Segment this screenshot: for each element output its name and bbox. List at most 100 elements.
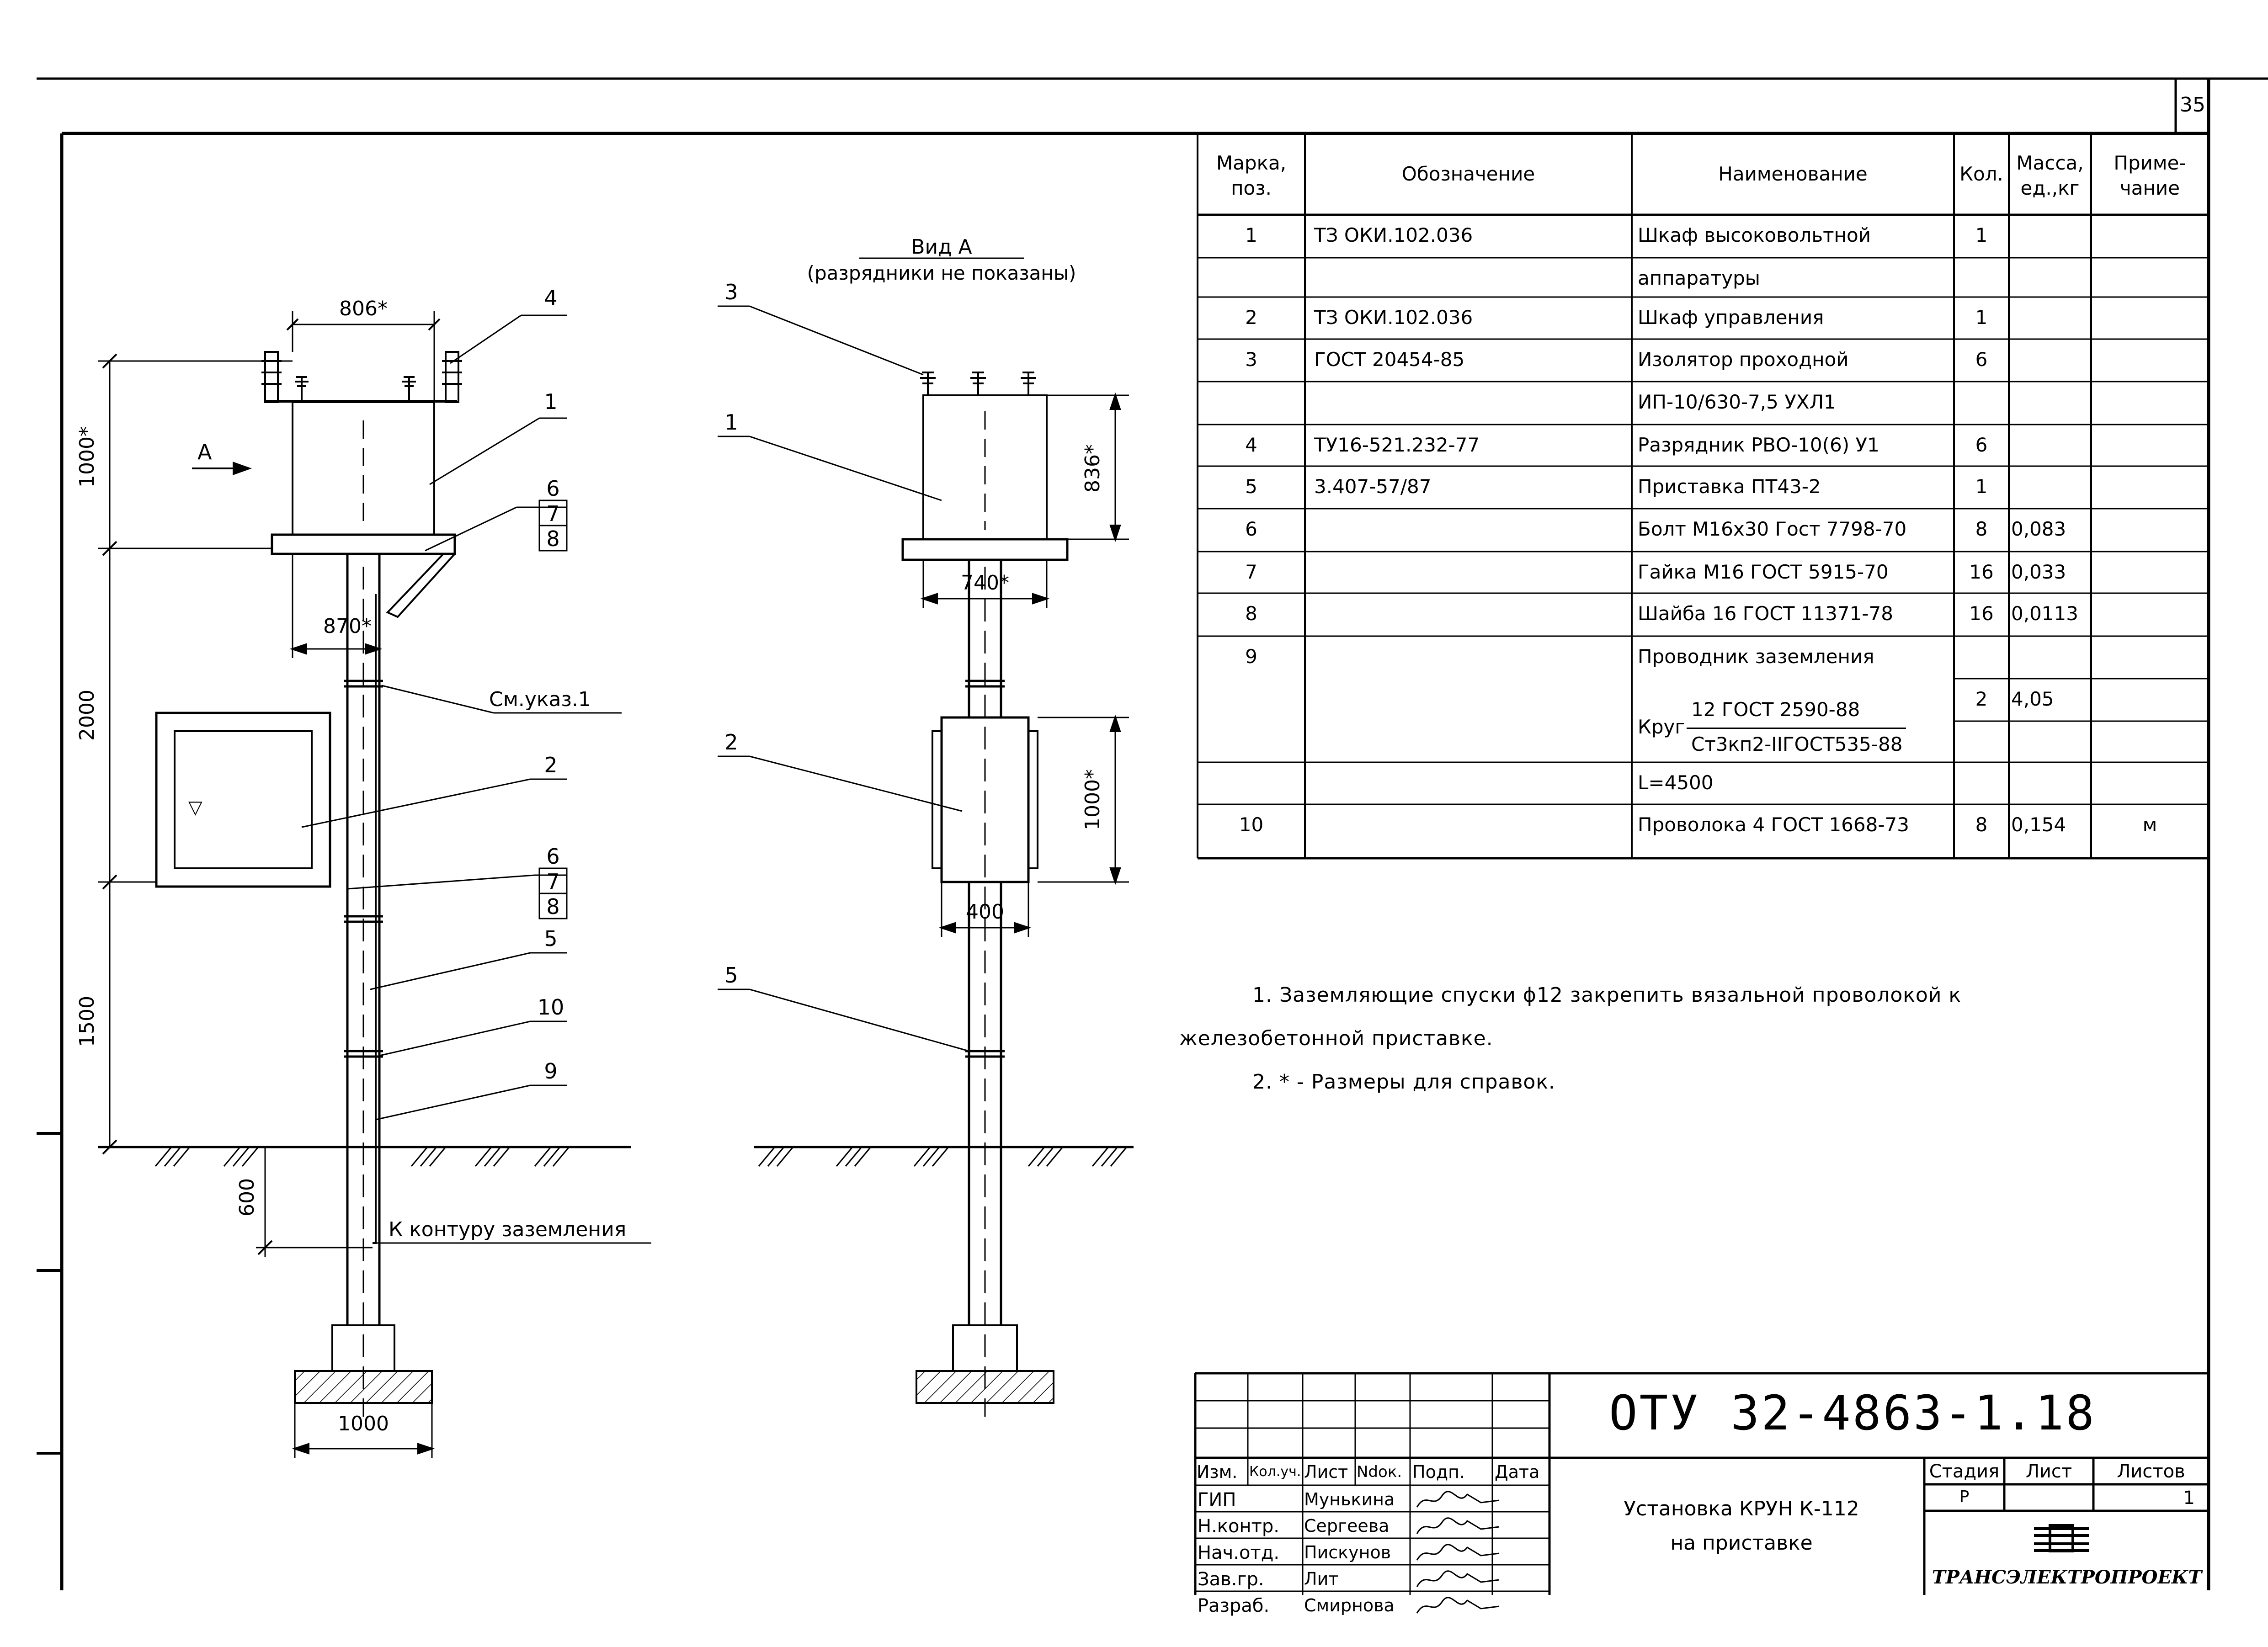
spec-header-note: Приме-чание <box>2114 152 2186 199</box>
person-name: Пискунов <box>1304 1542 1391 1562</box>
krug-denominator: Ст3кп2-IIГОСТ535-88 <box>1691 733 1903 755</box>
person-name: Смирнова <box>1304 1595 1395 1615</box>
spec-cell-designation: ТЗ ОКИ.102.036 <box>1314 224 1473 246</box>
spec-cell-name: Разрядник РВО-10(6) У1 <box>1638 434 1879 456</box>
spec-cell-mark: 9 <box>1245 645 1257 668</box>
spec-header-designation: Обозначение <box>1401 163 1535 185</box>
spec-cell-name: Шкаф управления <box>1638 306 1824 329</box>
person-role: ГИП <box>1198 1489 1236 1510</box>
callout-7a: 7 <box>546 501 559 526</box>
callout-8b: 8 <box>546 894 559 919</box>
spec-cell-mass: 0,033 <box>2011 561 2066 583</box>
spec-cell-name: Гайка М16 ГОСТ 5915-70 <box>1638 561 1889 583</box>
spec-header-name: Наименование <box>1718 163 1868 185</box>
org-logo-icon <box>2034 1524 2089 1552</box>
col-izm: Изм. <box>1197 1462 1238 1482</box>
side-callout-2: 2 <box>724 730 738 754</box>
dim-base-width: 1000 <box>338 1412 389 1435</box>
arrester-icon <box>261 351 462 403</box>
col-podp: Подп. <box>1412 1462 1465 1482</box>
dim-side-cab-h: 1000* <box>1081 769 1104 830</box>
insulator-icon <box>295 376 416 402</box>
dim-side-cab-w: 400 <box>966 900 1004 924</box>
callout-7b: 7 <box>546 869 559 894</box>
spec-cell-name: Болт М16х30 Гост 7798-70 <box>1638 518 1907 540</box>
signature-icon <box>1416 1491 1500 1508</box>
col-data: Дата <box>1495 1462 1540 1482</box>
spec-cell-qty: 8 <box>1975 813 1988 836</box>
side-callout-3: 3 <box>724 280 738 304</box>
person-name: Сергеева <box>1304 1516 1390 1536</box>
col-kol: Кол.уч. <box>1249 1464 1301 1480</box>
krug-prefix: Круг <box>1638 716 1685 738</box>
dim-depth: 600 <box>235 1178 259 1217</box>
cabinet-mark: ▽ <box>188 797 202 818</box>
krug-numerator: 12 ГОСТ 2590-88 <box>1691 698 1860 721</box>
spec-cell-name: Приставка ПТ43-2 <box>1638 475 1821 498</box>
spec-cell-designation: ТЗ ОКИ.102.036 <box>1314 306 1473 329</box>
callout-6b: 6 <box>546 844 559 869</box>
spec-cell-mark: 1 <box>1245 224 1257 246</box>
side-callout-1: 1 <box>724 410 738 435</box>
dim-top-width: 806* <box>339 297 388 320</box>
bracket <box>386 553 456 618</box>
stage-value: Р <box>1959 1488 1970 1506</box>
callout-1: 1 <box>544 389 557 414</box>
sheets-header: Листов <box>2117 1461 2185 1482</box>
title-line-1: Установка КРУН К-112 <box>1624 1497 1859 1520</box>
side-callout-5: 5 <box>724 963 738 988</box>
dim-h-top: 1000* <box>75 426 99 488</box>
note-1: 1. Заземляющие спуски ϕ12 закрепить вяза… <box>1252 983 1961 1007</box>
sheet-number: 35 <box>2180 93 2205 117</box>
spec-header-qty: Кол. <box>1959 163 2003 185</box>
view-arrow-label: А <box>197 440 212 464</box>
spec-cell-qty: 1 <box>1975 475 1988 498</box>
spec-cell-mass: 4,05 <box>2011 688 2054 710</box>
spec-cell-qty: 1 <box>1975 306 1988 329</box>
installation-drawing: Вид А (разрядники не показаны) А 806* 87… <box>75 235 1134 1458</box>
spec-cell-name: Проводник заземления <box>1638 645 1874 668</box>
person-role: Нач.отд. <box>1198 1542 1280 1563</box>
callout-8a: 8 <box>546 526 559 551</box>
note-1-cont: железобетонной приставке. <box>1179 1027 1493 1050</box>
spec-cell-name: Шкаф высоковольтной <box>1638 224 1871 246</box>
spec-cell-name: L=4500 <box>1638 771 1714 794</box>
spec-cell-mark: 3 <box>1245 348 1257 371</box>
spec-cell-mass: 0,0113 <box>2011 602 2078 625</box>
callout-2: 2 <box>544 753 557 777</box>
spec-cell-qty: 2 <box>1975 688 1988 710</box>
spec-cell-name: ИП-10/630-7,5 УХЛ1 <box>1638 391 1836 413</box>
title-line-2: на приставке <box>1670 1531 1813 1555</box>
col-list: Лист <box>1304 1462 1348 1482</box>
title-block-grid <box>1194 1372 2209 1595</box>
dim-h-mid: 2000 <box>75 690 99 741</box>
spec-cell-mass: 0,083 <box>2011 518 2066 540</box>
spec-cell-designation: ГОСТ 20454-85 <box>1314 348 1465 371</box>
spec-cell-qty: 6 <box>1975 434 1988 456</box>
note-2: 2. * - Размеры для справок. <box>1252 1070 1555 1094</box>
callout-6a: 6 <box>546 476 559 501</box>
ground-label: К контуру заземления <box>389 1218 626 1241</box>
drawing-code: ОТУ 32-4863-1.18 <box>1609 1385 2096 1441</box>
spec-cell-qty: 1 <box>1975 224 1988 246</box>
dim-h-low: 1500 <box>75 996 99 1047</box>
spec-cell-name: Проволока 4 ГОСТ 1668-73 <box>1638 813 1909 836</box>
signature-icon <box>1416 1570 1500 1587</box>
spec-cell-name: аппаратуры <box>1638 267 1760 289</box>
spec-cell-mark: 7 <box>1245 561 1257 583</box>
person-name: Мунькина <box>1304 1489 1395 1509</box>
signature-icon <box>1416 1517 1500 1534</box>
dim-side-mount-w: 740* <box>961 571 1009 595</box>
callout-9: 9 <box>544 1059 557 1084</box>
krug-fraction-line <box>1687 728 1906 729</box>
sheets-value: 1 <box>2183 1488 2195 1509</box>
spec-cell-qty: 8 <box>1975 518 1988 540</box>
person-role: Разраб. <box>1198 1595 1270 1616</box>
mounting-frame <box>271 533 456 555</box>
spec-cell-designation: ТУ16-521.232-77 <box>1314 434 1480 456</box>
spec-cell-mark: 6 <box>1245 518 1257 540</box>
spec-cell-mark: 5 <box>1245 475 1257 498</box>
spec-cell-qty: 6 <box>1975 348 1988 371</box>
spec-cell-mark: 8 <box>1245 602 1257 625</box>
callout-5: 5 <box>544 926 557 951</box>
